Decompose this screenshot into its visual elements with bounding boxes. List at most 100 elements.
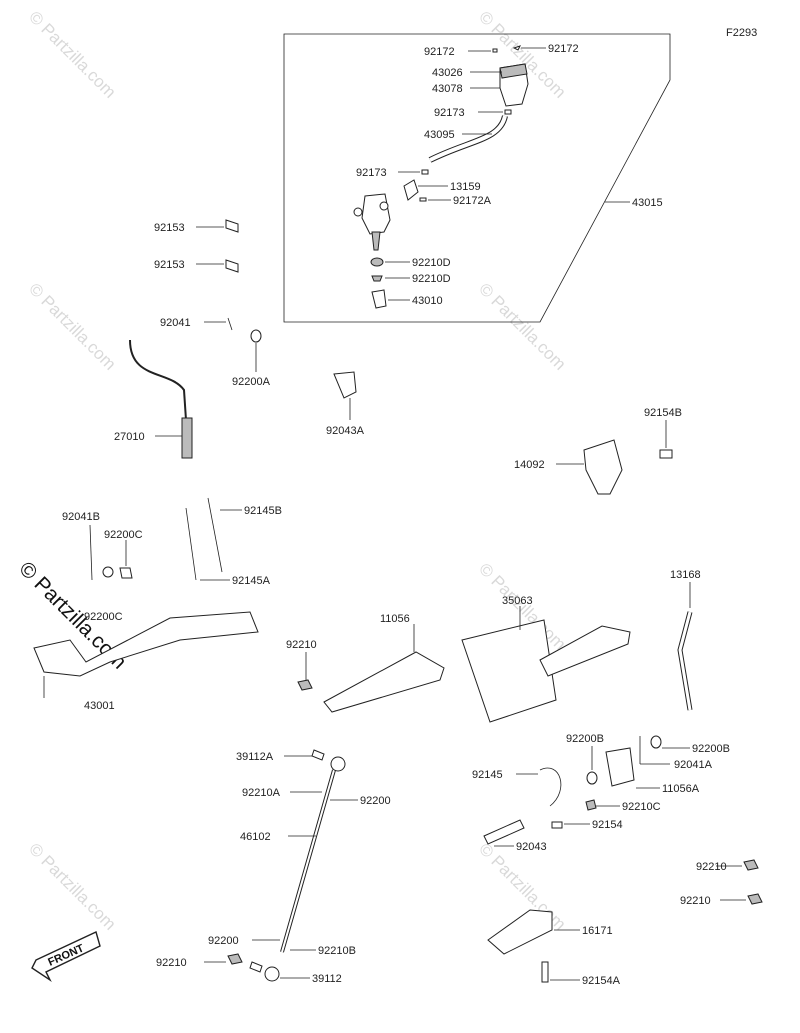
clip-92173 bbox=[504, 109, 512, 115]
watermark: © Partzilla.com bbox=[25, 279, 119, 373]
part-label-92210B[interactable]: 92210B bbox=[318, 945, 356, 957]
part-label-92210D[interactable]: 92210D bbox=[412, 257, 451, 269]
union-13159 bbox=[403, 179, 419, 201]
nut-92210 bbox=[743, 859, 759, 871]
part-label-92154B[interactable]: 92154B bbox=[644, 407, 682, 419]
washer-92210D bbox=[370, 257, 384, 267]
part-label-92210[interactable]: 92210 bbox=[156, 957, 187, 969]
clip-92172 bbox=[512, 45, 521, 51]
part-label-43095[interactable]: 43095 bbox=[424, 129, 455, 141]
cover-14092 bbox=[583, 439, 623, 495]
part-label-14092[interactable]: 14092 bbox=[514, 459, 545, 471]
part-label-92145A[interactable]: 92145A bbox=[232, 575, 271, 587]
nut-92210C bbox=[585, 799, 597, 811]
part-label-13159[interactable]: 13159 bbox=[450, 181, 481, 193]
joint-39112A bbox=[330, 756, 346, 772]
part-label-92145B[interactable]: 92145B bbox=[244, 505, 282, 517]
part-label-92210A[interactable]: 92210A bbox=[242, 787, 281, 799]
bolt-92153 bbox=[225, 219, 239, 233]
nut-92210 bbox=[227, 953, 243, 965]
part-label-39112[interactable]: 39112 bbox=[312, 973, 342, 985]
lever-11056 bbox=[323, 651, 445, 713]
part-label-92154A[interactable]: 92154A bbox=[582, 975, 621, 987]
watermark: © Partzilla.com bbox=[25, 839, 119, 933]
watermarks: © Partzilla.com © Partzilla.com © Partzi… bbox=[14, 7, 569, 933]
part-label-92200[interactable]: 92200 bbox=[208, 935, 239, 947]
part-label-11056A[interactable]: 11056A bbox=[662, 783, 700, 795]
part-label-92210[interactable]: 92210 bbox=[680, 895, 711, 907]
part-label-92200B[interactable]: 92200B bbox=[566, 733, 604, 745]
washer-92200C bbox=[119, 567, 133, 579]
front-arrow-icon: FRONT bbox=[31, 931, 101, 983]
part-label-43078[interactable]: 43078 bbox=[432, 83, 463, 95]
part-label-92153[interactable]: 92153 bbox=[154, 222, 185, 234]
washer-92200B bbox=[650, 735, 662, 749]
part-label-39112A[interactable]: 39112A bbox=[236, 751, 274, 763]
cotter-pin-92041 bbox=[227, 317, 233, 331]
part-label-92173[interactable]: 92173 bbox=[434, 107, 465, 119]
washer-92200B bbox=[586, 771, 598, 785]
part-label-92210[interactable]: 92210 bbox=[696, 861, 727, 873]
clip-92172 bbox=[492, 48, 498, 53]
reservoir-43026 bbox=[499, 63, 529, 107]
part-label-92210D[interactable]: 92210D bbox=[412, 273, 451, 285]
cotter-pin-92041B bbox=[89, 524, 93, 581]
bolt-92154A bbox=[541, 961, 549, 983]
brake-pedal-43001 bbox=[33, 611, 259, 677]
nut-92210 bbox=[747, 893, 763, 905]
part-label-35063[interactable]: 35063 bbox=[502, 595, 533, 607]
bolt-92154B bbox=[659, 449, 673, 459]
part-label-92200A[interactable]: 92200A bbox=[232, 376, 271, 388]
part-label-92210[interactable]: 92210 bbox=[286, 639, 317, 651]
part-label-92043[interactable]: 92043 bbox=[516, 841, 547, 853]
brake-switch-27010 bbox=[129, 339, 187, 421]
switch-body bbox=[181, 417, 193, 459]
part-label-92200B[interactable]: 92200B bbox=[692, 743, 730, 755]
nut-92210D bbox=[371, 275, 383, 282]
bracket-92043A bbox=[333, 371, 357, 399]
part-label-92041[interactable]: 92041 bbox=[160, 317, 191, 329]
part-label-92041B[interactable]: 92041B bbox=[62, 511, 100, 523]
part-label-43015[interactable]: 43015 bbox=[632, 197, 663, 209]
master-cylinder-group-box bbox=[283, 33, 671, 323]
joint-43010 bbox=[371, 289, 387, 309]
part-label-43026[interactable]: 43026 bbox=[432, 67, 463, 79]
part-label-92200[interactable]: 92200 bbox=[360, 795, 391, 807]
part-label-92154[interactable]: 92154 bbox=[592, 819, 623, 831]
part-label-92153[interactable]: 92153 bbox=[154, 259, 185, 271]
part-label-92041A[interactable]: 92041A bbox=[674, 759, 713, 771]
part-label-11056[interactable]: 11056 bbox=[380, 613, 410, 625]
part-label-92210C[interactable]: 92210C bbox=[622, 801, 661, 813]
washer-92200A bbox=[250, 329, 262, 343]
master-cylinder bbox=[353, 193, 391, 251]
part-label-43010[interactable]: 43010 bbox=[412, 295, 443, 307]
part-label-46102[interactable]: 46102 bbox=[240, 831, 271, 843]
bolt-92153 bbox=[225, 259, 239, 273]
bolt-92154 bbox=[551, 821, 563, 829]
bracket-35063 bbox=[461, 619, 557, 723]
part-label-16171[interactable]: 16171 bbox=[582, 925, 613, 937]
part-label-92172A[interactable]: 92172A bbox=[453, 195, 492, 207]
part-label-92173[interactable]: 92173 bbox=[356, 167, 387, 179]
part-label-92145[interactable]: 92145 bbox=[472, 769, 503, 781]
clip-92172A bbox=[419, 197, 427, 202]
spring-92145 bbox=[539, 767, 562, 807]
part-label-92172-left[interactable]: 92172 bbox=[424, 46, 455, 58]
part-label-13168[interactable]: 13168 bbox=[670, 569, 701, 581]
part-label-92200C[interactable]: 92200C bbox=[104, 529, 143, 541]
nut-92210 bbox=[297, 679, 313, 691]
part-label-92172-right[interactable]: 92172 bbox=[548, 43, 579, 55]
part-label-43001[interactable]: 43001 bbox=[84, 700, 115, 712]
bracket-16171 bbox=[487, 909, 553, 955]
diagram-code: F2293 bbox=[726, 27, 757, 39]
pin-92043 bbox=[483, 819, 525, 845]
part-label-92200C[interactable]: 92200C bbox=[84, 611, 123, 623]
spring-92145B bbox=[185, 497, 223, 581]
part-label-27010[interactable]: 27010 bbox=[114, 431, 145, 443]
joint-39112 bbox=[264, 966, 280, 982]
washer-92200C bbox=[102, 566, 114, 578]
part-label-92043A[interactable]: 92043A bbox=[326, 425, 365, 437]
bracket-11056A bbox=[605, 747, 635, 787]
